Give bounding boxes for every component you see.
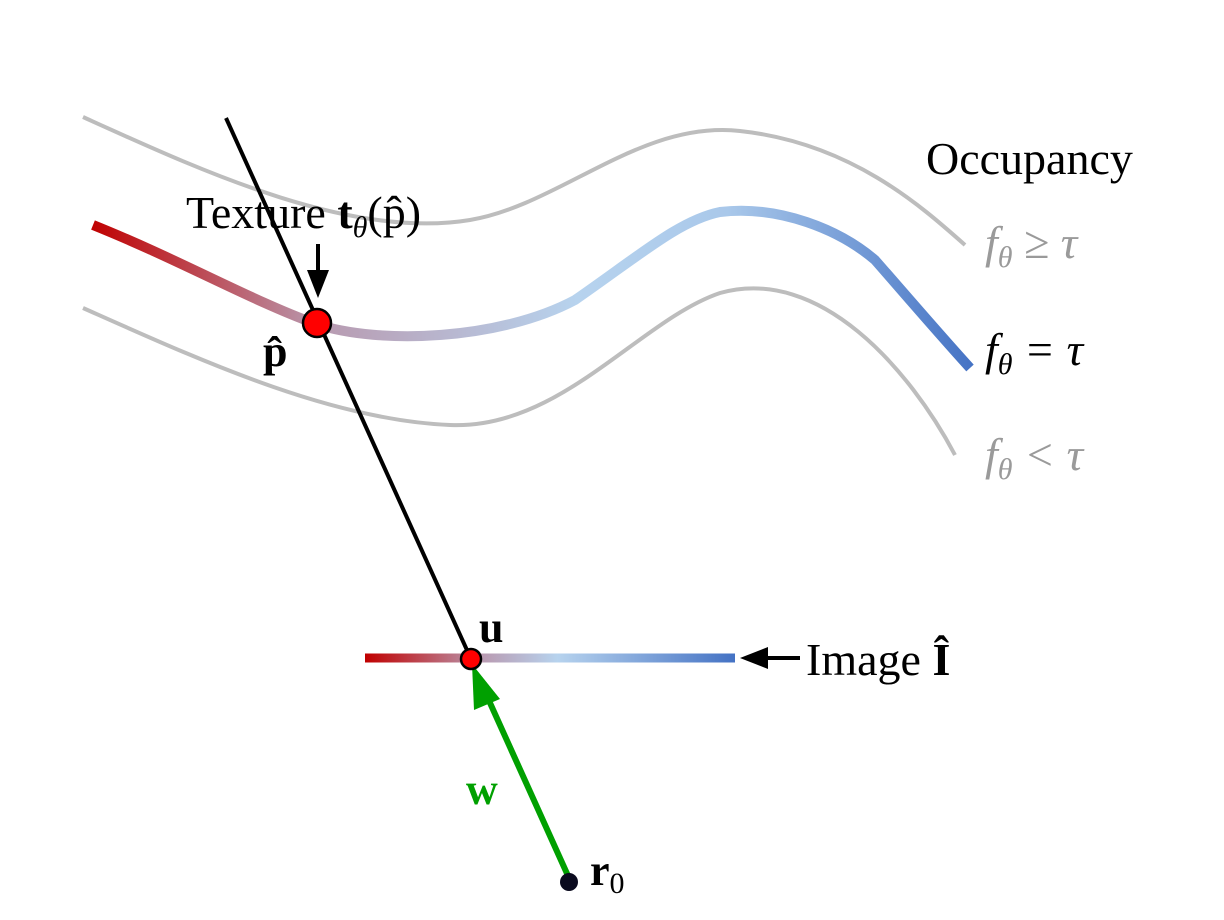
label-level-lt: fθ < τ	[985, 429, 1085, 486]
point-u	[459, 647, 483, 671]
label-u: u	[479, 603, 503, 652]
label-level-ge: fθ ≥ τ	[985, 217, 1079, 274]
texture-arrow-head	[307, 270, 329, 298]
label-occupancy: Occupancy	[926, 133, 1133, 184]
point-r0	[560, 873, 578, 891]
label-level-eq: fθ = τ	[985, 324, 1085, 381]
label-r0: r0	[590, 846, 625, 900]
image-arrow-head	[740, 647, 768, 669]
camera-ray	[224, 117, 473, 660]
label-texture: Texture tθ(p̂)	[186, 187, 421, 244]
point-p-hat	[301, 307, 333, 339]
w-vector	[483, 692, 572, 880]
curve-inside-surface	[82, 286, 957, 456]
w-vector-head	[472, 664, 500, 710]
label-p-hat: p̂	[263, 327, 287, 376]
label-image: Image Î	[806, 634, 950, 685]
curve-outside-surface	[82, 115, 967, 247]
surface-curve	[91, 205, 974, 372]
label-w: w	[466, 765, 498, 814]
